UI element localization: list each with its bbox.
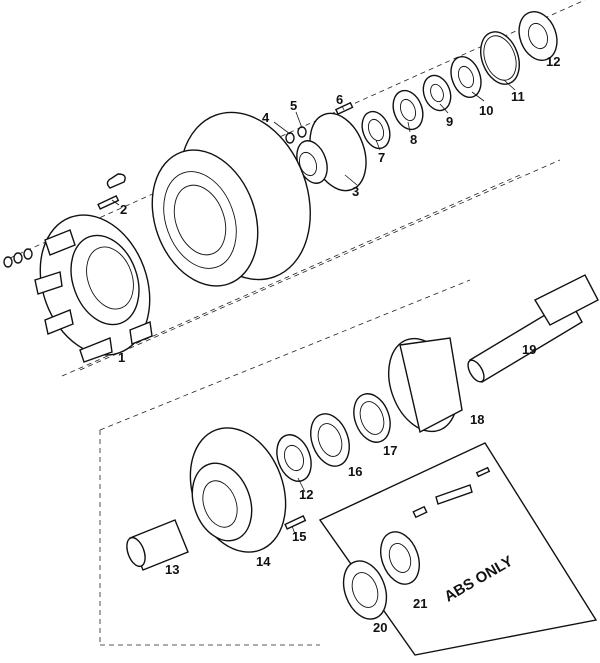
callout-4: 4 (262, 110, 270, 125)
callout-3: 3 (352, 184, 359, 199)
callout-9: 9 (446, 114, 453, 129)
part-brake-drum (151, 111, 311, 287)
part-lower-rings (310, 393, 391, 467)
callout-8: 8 (410, 132, 417, 147)
part-small-hardware (285, 101, 354, 144)
callout-2: 2 (120, 202, 127, 217)
callout-15: 15 (292, 529, 306, 544)
callout-18: 18 (470, 412, 484, 427)
part-upper-bearing-stack (361, 11, 558, 150)
part-axle-shaft (467, 274, 599, 383)
callout-5: 5 (290, 98, 297, 113)
callout-14: 14 (256, 554, 271, 569)
callout-12-upper: 12 (546, 54, 560, 69)
callout-17: 17 (383, 443, 397, 458)
callout-7: 7 (378, 150, 385, 165)
part-wheel-hub (189, 427, 287, 553)
callout-16: 16 (348, 464, 362, 479)
callout-10: 10 (479, 103, 493, 118)
callout-19: 19 (522, 342, 536, 357)
callout-6: 6 (336, 92, 343, 107)
leader-lines (111, 79, 516, 535)
callout-1: 1 (118, 350, 125, 365)
part-split-pin (97, 173, 126, 210)
callout-20: 20 (373, 620, 387, 635)
callout-13: 13 (165, 562, 179, 577)
callout-12-lower: 12 (299, 487, 313, 502)
callout-21: 21 (413, 596, 427, 611)
abs-only-label: ABS ONLY (442, 553, 516, 606)
part-lower-bearing (276, 434, 312, 482)
callout-11: 11 (511, 89, 525, 104)
part-wheel-carrier (3, 214, 153, 363)
abs-inset-frame (318, 442, 598, 656)
part-bolt (284, 515, 307, 530)
part-sleeve (126, 519, 189, 571)
part-housing-cup (388, 337, 463, 434)
part-spindle-flange (296, 112, 367, 192)
